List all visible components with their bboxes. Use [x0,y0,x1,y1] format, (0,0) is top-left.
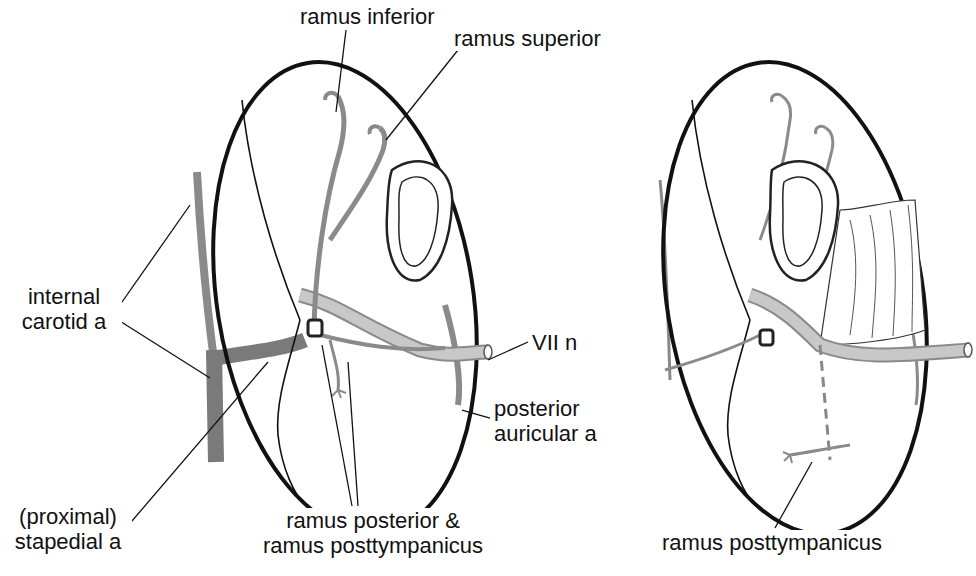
anatomy-label: (proximal) stapedial a [4,504,132,554]
anatomy-label: VII n [530,330,604,355]
right-figure [631,43,972,553]
anatomy-label: internal carotid a [6,284,122,334]
anatomy-label: ramus posttympanicus [660,530,914,555]
anatomy-label: posterior auricular a [492,396,614,446]
anatomy-label: ramus inferior [298,4,472,29]
anatomy-label: ramus superior [452,26,626,51]
anatomy-label: ramus posterior & ramus posttympanicus [256,508,490,558]
left-figure [181,43,508,553]
leader-lines [115,30,812,528]
